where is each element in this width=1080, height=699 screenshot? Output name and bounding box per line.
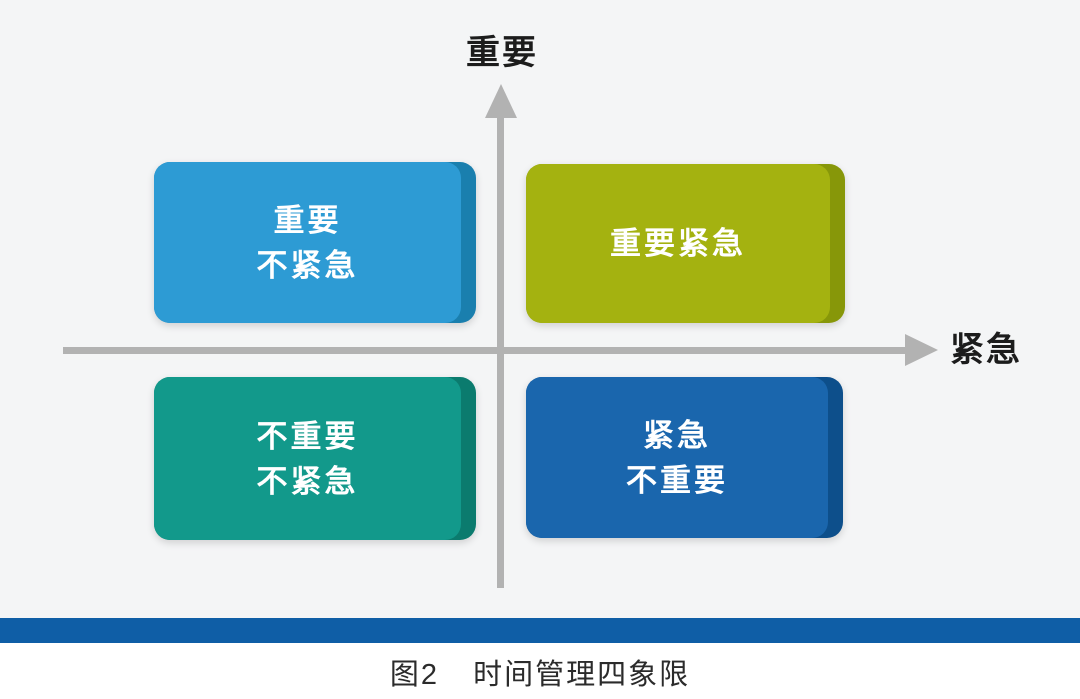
x-axis-arrowhead-icon bbox=[905, 334, 938, 366]
quadrant-label-line: 重要紧急 bbox=[610, 226, 746, 261]
quadrant-face: 重要紧急 bbox=[526, 164, 830, 323]
quadrant-not-important-not-urgent: 不重要 不紧急 bbox=[154, 377, 476, 540]
figure-caption-title: 时间管理四象限 bbox=[473, 659, 691, 691]
quadrant-label-line: 紧急 bbox=[643, 417, 711, 453]
x-axis-label: 紧急 bbox=[950, 331, 1022, 369]
figure-caption-number: 图2 bbox=[389, 659, 440, 691]
quadrant-face: 重要 不紧急 bbox=[154, 162, 461, 323]
x-axis-line bbox=[63, 347, 908, 354]
quadrant-label-line: 不重要 bbox=[256, 418, 359, 454]
quadrant-face: 不重要 不紧急 bbox=[154, 377, 461, 540]
y-axis-arrowhead-icon bbox=[485, 84, 517, 118]
quadrant-face: 紧急 不重要 bbox=[526, 377, 828, 538]
caption-background bbox=[0, 643, 1080, 699]
quadrant-important-urgent: 重要紧急 bbox=[526, 164, 845, 323]
quadrant-important-not-urgent: 重要 不紧急 bbox=[154, 162, 476, 323]
y-axis-label: 重要 bbox=[466, 34, 538, 72]
quadrant-urgent-not-important: 紧急 不重要 bbox=[526, 377, 843, 538]
quadrant-label-line: 重要 bbox=[273, 202, 342, 238]
quadrant-label-line: 不紧急 bbox=[256, 463, 359, 499]
quadrant-label-line: 不重要 bbox=[626, 462, 728, 498]
quadrant-label-line: 不紧急 bbox=[256, 247, 359, 283]
figure-caption: 图2 时间管理四象限 bbox=[0, 658, 1080, 693]
divider-bar bbox=[0, 618, 1080, 643]
